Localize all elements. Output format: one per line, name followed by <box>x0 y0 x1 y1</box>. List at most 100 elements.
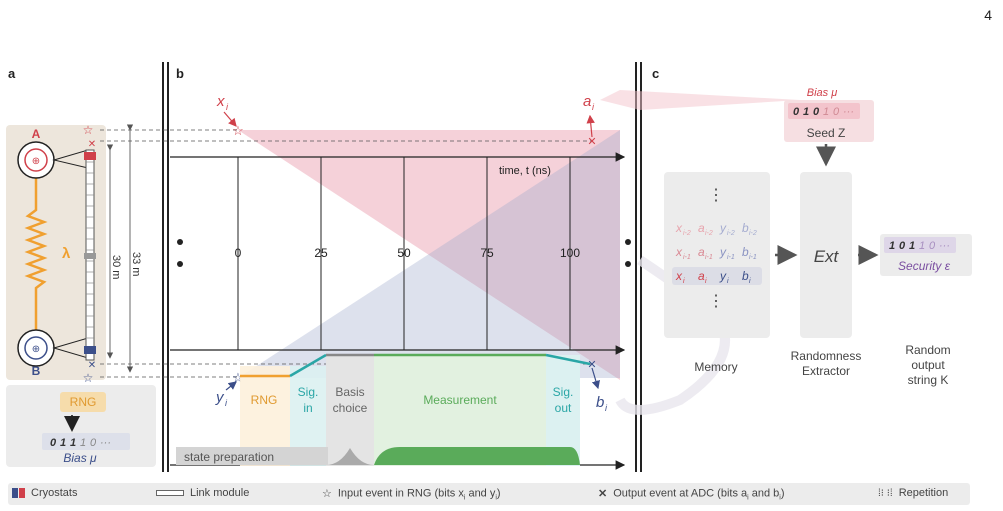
output-bits-box <box>884 237 956 253</box>
legend-input-mid: and y <box>465 487 496 500</box>
lambda-label: λ <box>62 245 71 262</box>
bit: ··· <box>100 437 111 449</box>
memory-cell-subscript: i-1 <box>749 254 757 261</box>
memory-cell: x <box>675 221 683 235</box>
memory-cell-subscript: i-1 <box>683 254 691 261</box>
extractor-caption-2: Extractor <box>802 364 850 378</box>
memory-cell: a <box>698 221 705 235</box>
alice-output-cross-icon: ✕ <box>88 139 96 150</box>
stage-measurement-label: Measurement <box>423 393 497 407</box>
stage-sig-out-label-2: out <box>555 401 572 415</box>
stage-sig-in-line <box>289 353 327 378</box>
legend-link-label: Link module <box>190 487 250 499</box>
memory-ellipsis-top: ⋮ <box>708 187 724 204</box>
rng-chip <box>60 392 106 412</box>
bob-module <box>84 346 96 354</box>
memory-cell-subscript: i <box>727 278 729 285</box>
panel-a-background <box>6 125 106 380</box>
alice-lightcone <box>238 130 620 380</box>
panel-b-label: b <box>176 66 184 81</box>
entangled-fiber <box>24 176 48 330</box>
legend-link: Link module <box>156 487 249 499</box>
legend-input-label: Input event in RNG (bits x <box>337 487 464 500</box>
bob-input-star-icon: ☆ <box>83 371 94 385</box>
stage-sig-out-line <box>545 353 591 366</box>
output-caption-3: string K <box>908 373 949 387</box>
legend-input-end: ) <box>496 487 501 500</box>
x-arrow <box>223 111 237 127</box>
memory-cell-subscript: i-1 <box>705 254 713 261</box>
legend-input: ☆Input event in RNG (bits xi and yi) <box>322 487 501 502</box>
bit: 0 <box>833 106 840 118</box>
memory-cell: a <box>698 245 705 259</box>
tick-label: 100 <box>560 246 580 260</box>
bob-output-cross-icon: ✕ <box>88 360 96 371</box>
legend-input-sub2: i <box>495 494 497 502</box>
extractor-caption-1: Randomness <box>791 349 862 363</box>
alice-link-band <box>600 90 800 110</box>
star-icon: ☆ <box>322 488 332 500</box>
node-a-icon <box>24 148 48 172</box>
bob-cross-icon: ✕ <box>587 359 596 371</box>
state-prep-bar <box>176 447 328 465</box>
memory-caption: Memory <box>694 360 737 374</box>
stage-rng-label: RNG <box>251 393 278 407</box>
y-label: y <box>215 389 225 406</box>
y-subscript: i <box>225 398 228 408</box>
alice-star-icon: ☆ <box>232 123 244 138</box>
legend-bar: Cryostats Link module ☆ Input event in RN… <box>8 483 970 505</box>
stage-sig-in-label-1: Sig. <box>298 385 319 399</box>
a-subscript: i <box>592 102 595 112</box>
basis-pulse <box>326 448 374 465</box>
output-caption-2: output <box>911 358 945 372</box>
memory-cell-subscript: i-1 <box>727 254 735 261</box>
memory-current-row-bg <box>672 267 762 285</box>
a-arrow <box>586 114 595 138</box>
x-label: x <box>216 93 225 110</box>
output-caption-1: Random <box>905 343 950 357</box>
ext-label: Ext <box>814 247 840 266</box>
bit: 0 <box>929 240 936 252</box>
bias-bits-box <box>42 433 130 450</box>
bob-lightcone <box>238 130 620 378</box>
measurement-pulse <box>374 447 580 465</box>
bit: 1 <box>60 437 66 449</box>
legend-repetition: ⁞⁝ ⁝⁞ Repetition <box>878 487 948 499</box>
repetition-dot <box>177 261 183 267</box>
node-a-label: A <box>32 127 41 141</box>
tick-label: 50 <box>397 246 411 260</box>
legend-output-label: Output event at ADC (bits a <box>613 487 748 500</box>
stage-sig-out-label-1: Sig. <box>553 385 574 399</box>
legend-output-sub2: i <box>779 494 781 502</box>
cross-icon: ✕ <box>598 488 608 500</box>
memory-cell-subscript: i <box>683 278 685 285</box>
extractor-box <box>800 172 852 338</box>
memory-cell: y <box>719 221 727 235</box>
stage-basis-label-2: choice <box>333 401 368 415</box>
bob-star-icon: ☆ <box>232 370 244 385</box>
memory-cell-subscript: i <box>705 278 707 285</box>
bias-label-c: Bias μ <box>807 87 837 99</box>
x-subscript: i <box>226 102 229 112</box>
bit: ··· <box>843 106 854 118</box>
legend-repetition-label: Repetition <box>898 487 949 499</box>
time-axis-label: time, t (ns) <box>499 165 551 177</box>
legend-cryostats-label: Cryostats <box>31 487 78 499</box>
stage-basis-label-1: Basis <box>335 385 364 399</box>
bit: 0 <box>813 106 820 118</box>
legend-output-mid: and b <box>748 487 780 500</box>
repetition-icon: ⁞⁝ ⁝⁞ <box>878 487 893 499</box>
bias-label-a: Bias μ <box>63 451 97 465</box>
state-prep-label: state preparation <box>184 450 274 464</box>
memory-cell-subscript: i-2 <box>749 230 757 237</box>
stage-sig-in-label-2: in <box>303 401 312 415</box>
b-label: b <box>596 394 604 411</box>
link-module-icon <box>156 490 184 497</box>
a-label: a <box>583 93 591 110</box>
b-arrow <box>591 367 600 390</box>
seed-bits-box <box>788 103 860 119</box>
repetition-dot <box>177 239 183 245</box>
